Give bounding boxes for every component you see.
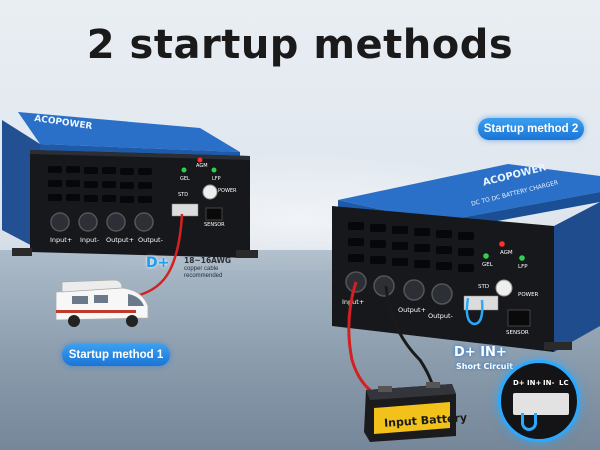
- left-port-input-plus: Input+: [50, 236, 73, 244]
- rv-vehicle-image: [55, 279, 149, 327]
- awg-note-line1: copper cable: [184, 266, 219, 272]
- left-led-lfp: LFP: [212, 176, 221, 182]
- right-sensor-label: SENSOR: [506, 330, 529, 336]
- wire-label-d-plus-in-plus: D+ IN+: [454, 345, 507, 360]
- right-port-output-plus: Output+: [398, 306, 427, 314]
- input-battery-image: [364, 382, 456, 442]
- page-title: 2 startup methods: [86, 22, 514, 68]
- wire-label-d-plus: D+: [146, 255, 170, 271]
- zoom-terminal-lc: LC: [559, 379, 569, 387]
- left-power-label: POWER: [218, 188, 237, 194]
- zoom-terminal-d-plus: D+: [513, 379, 525, 387]
- right-led-agm: AGM: [500, 250, 513, 256]
- zoom-terminal-block: [513, 393, 569, 415]
- left-port-input-minus: Input-: [80, 236, 100, 244]
- d-plus-wire-left: [135, 213, 184, 298]
- left-led-gel: GEL: [180, 176, 190, 182]
- right-port-output-minus: Output-: [428, 312, 453, 320]
- short-circuit-label: Short Circuit: [456, 362, 514, 371]
- short-circuit-loop: [465, 297, 484, 326]
- charger-right: [332, 164, 600, 352]
- left-led-agm: AGM: [196, 163, 208, 169]
- right-power-label: POWER: [518, 292, 539, 298]
- charger-left: [2, 112, 258, 258]
- zoom-terminal-in-minus: IN-: [543, 379, 555, 387]
- left-port-output-minus: Output-: [138, 236, 163, 244]
- right-led-lfp: LFP: [518, 264, 528, 270]
- awg-label: 18~16AWG: [184, 256, 232, 265]
- left-std-label: STD: [178, 192, 189, 198]
- terminal-zoom-circle: D+ IN+ IN- LC: [498, 360, 580, 442]
- awg-note-line2: recommended: [184, 273, 223, 279]
- zoom-jumper-loop: [521, 413, 537, 431]
- right-std-label: STD: [478, 284, 490, 290]
- left-sensor-label: SENSOR: [204, 222, 225, 228]
- battery-wires: [347, 281, 436, 392]
- right-port-input-plus: Input+: [342, 298, 365, 306]
- startup-method-2-pill: Startup method 2: [478, 118, 584, 140]
- left-port-output-plus: Output+: [106, 236, 135, 244]
- zoom-terminal-in-plus: IN+: [527, 379, 542, 387]
- right-led-gel: GEL: [482, 262, 493, 268]
- startup-method-1-pill: Startup method 1: [62, 344, 170, 366]
